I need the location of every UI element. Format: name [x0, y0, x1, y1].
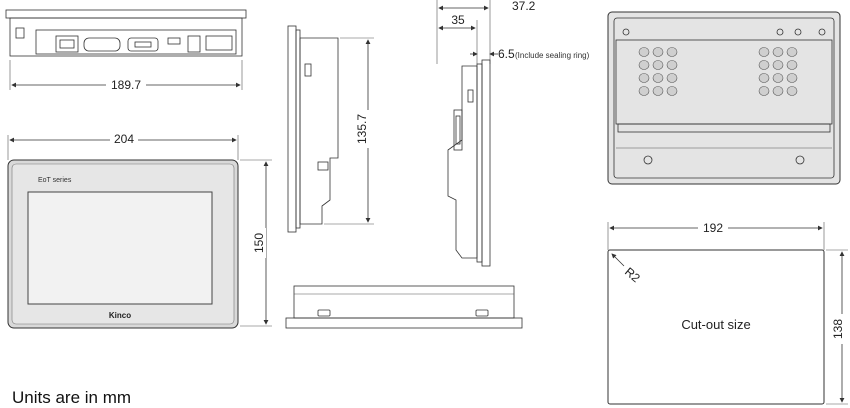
top-view: 189.7	[5, 9, 247, 92]
cutout-label: Cut-out size	[681, 317, 750, 332]
vent-hole	[772, 60, 784, 70]
vent-hole	[652, 86, 664, 96]
vent-hole	[666, 47, 678, 57]
vent-hole	[638, 47, 650, 57]
vent-hole	[786, 60, 798, 70]
ethernet-port	[55, 35, 79, 53]
vent-hole	[772, 73, 784, 83]
dim-panel-height: 150	[252, 233, 266, 253]
vent-hole	[638, 60, 650, 70]
dim-side-height: 135.7	[355, 114, 369, 144]
vent-hole	[758, 60, 770, 70]
power-terminal	[205, 35, 233, 51]
dim-cutout-width: 192	[703, 221, 723, 235]
vent-hole	[666, 73, 678, 83]
side-view-right: 37.2 35 6.5 (Include sealing ring)	[436, 0, 590, 267]
dim-seal: 6.5	[498, 47, 515, 61]
vent-hole	[786, 47, 798, 57]
vent-hole	[786, 73, 798, 83]
cutout-view: 192 R2 Cut-out size 138	[607, 220, 848, 405]
side-view-left: 135.7	[287, 25, 374, 233]
dim-panel-width: 204	[114, 132, 134, 146]
vent-hole	[652, 60, 664, 70]
series-label: EoT series	[38, 177, 72, 184]
bottom-view	[285, 285, 523, 329]
vent-hole	[772, 86, 784, 96]
dim-depth-body: 35	[451, 13, 465, 27]
vent-hole	[786, 86, 798, 96]
vent-hole	[652, 73, 664, 83]
rear-view	[607, 11, 841, 185]
vent-hole	[758, 73, 770, 83]
dim-cutout-height: 138	[831, 319, 845, 339]
screen-area	[27, 191, 213, 305]
vent-hole	[652, 47, 664, 57]
vent-hole	[666, 60, 678, 70]
vent-hole	[772, 47, 784, 57]
dim-depth-total: 37.2	[512, 0, 536, 13]
vent-hole	[758, 47, 770, 57]
units-note: Units are in mm	[12, 388, 132, 407]
usb-micro-port	[167, 37, 181, 45]
vent-hole	[758, 86, 770, 96]
serial-port-2	[127, 37, 159, 52]
dim-front-width: 189.7	[111, 78, 141, 92]
serial-port-1	[83, 37, 121, 52]
vent-hole	[666, 86, 678, 96]
vent-hole	[638, 73, 650, 83]
cutout-outline	[607, 249, 825, 405]
brand-logo: Kinco	[109, 311, 131, 320]
vent-hole	[638, 86, 650, 96]
seal-note: (Include sealing ring)	[515, 51, 590, 60]
front-view: 204 EoT series Kinco 150	[7, 131, 272, 329]
usb-port	[187, 35, 201, 53]
